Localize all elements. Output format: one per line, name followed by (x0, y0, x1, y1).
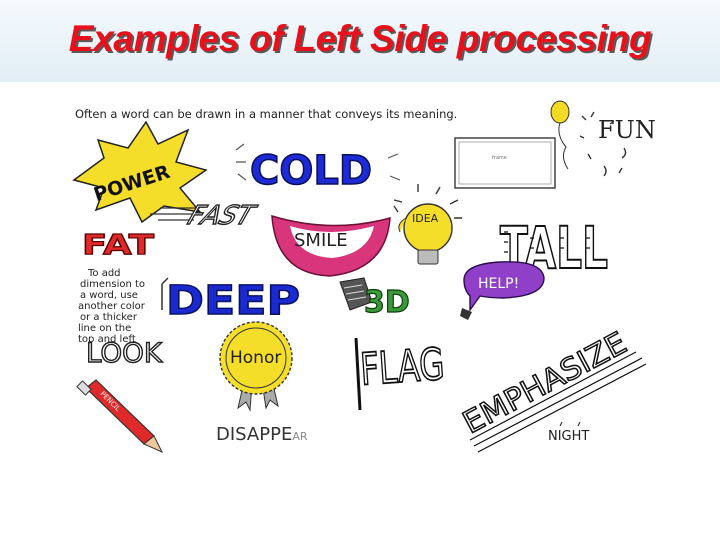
fat-word: FAT (82, 228, 154, 261)
idea-word: IDEA (412, 212, 439, 225)
fast-word-group: FAST (150, 200, 262, 231)
note-line-4: another color (78, 301, 146, 312)
artwork-caption: Often a word can be drawn in a manner th… (75, 107, 457, 121)
three-d-group: 3D (339, 277, 410, 321)
help-word: HELP! (478, 276, 519, 292)
idea-lightbulb: IDEA (393, 184, 462, 265)
frame-label: frame (492, 155, 507, 161)
disappear-tail: AR (292, 430, 308, 443)
look-word-group: LOOK (85, 337, 164, 369)
look-word: LOOK (86, 338, 163, 369)
disappear-main: DISAPPE (216, 424, 292, 445)
honor-word: Honor (230, 348, 281, 368)
cold-word-group: COLD (235, 143, 401, 195)
deep-word: DEEP (166, 278, 300, 324)
emphasize-word: EMPHASIZE (457, 326, 632, 441)
note-line-6: line on the (78, 323, 131, 334)
note-line-5: or a thicker (80, 312, 138, 323)
fast-word: FAST (184, 201, 261, 231)
blank-frame: frame (454, 137, 556, 189)
honor-medal: Honor (219, 321, 293, 412)
dimension-note: To add dimension to a word, use another … (78, 268, 146, 345)
help-bubble: HELP! (460, 261, 545, 320)
night-word: NIGHT (548, 429, 589, 444)
flag-word-group: FLAG (354, 337, 447, 411)
fat-word-group: FAT (81, 227, 154, 261)
night-word-group: NIGHT (548, 421, 589, 444)
note-line-7: top and left (78, 334, 136, 345)
deep-word-group: DEEP (161, 277, 301, 325)
smile-word: SMILE (294, 230, 348, 251)
note-line-1: To add (87, 268, 121, 279)
flag-word: FLAG (359, 339, 446, 396)
cold-word: COLD (250, 148, 372, 194)
fun-word: FUN (598, 116, 656, 144)
disappear-word: DISAPPEAR (216, 424, 308, 445)
disappear-word-group: DISAPPEAR (216, 424, 308, 445)
note-line-3: a word, use (80, 290, 138, 301)
note-line-2: dimension to (80, 279, 145, 290)
slide-title-bar: Examples of Left Side processing (0, 0, 720, 82)
pencil-drawing: PENCIL (76, 379, 164, 454)
power-burst: POWER (72, 120, 208, 224)
fun-word-group: FUN (550, 100, 656, 177)
word-art-illustration: Often a word can be drawn in a manner th… (72, 100, 656, 454)
three-d-word: 3D (364, 285, 410, 320)
slide-title: Examples of Left Side processing (68, 18, 652, 59)
smile-word-group: SMILE (271, 214, 391, 277)
